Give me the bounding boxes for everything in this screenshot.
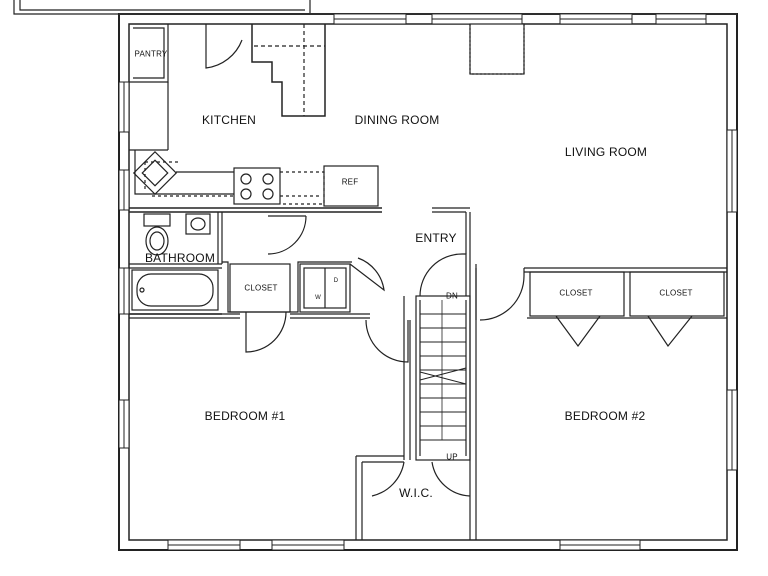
bath-sink <box>185 213 211 235</box>
stair-walls <box>403 264 477 540</box>
label-bathroom: BATHROOM <box>144 251 216 265</box>
counter-right <box>280 171 325 205</box>
bathroom-door <box>267 215 307 255</box>
label-dining-room: DINING ROOM <box>354 113 440 127</box>
chimney <box>469 23 525 75</box>
label-pantry: PANTRY <box>134 49 168 59</box>
bathtub <box>131 269 219 311</box>
wic-walls <box>355 455 471 540</box>
bedroom1-door <box>365 319 409 363</box>
windows-right <box>726 129 738 471</box>
label-living-room: LIVING ROOM <box>564 145 648 159</box>
pantry-door <box>205 24 243 69</box>
label-stair-up: UP <box>446 452 458 462</box>
pantry-walls <box>129 24 169 150</box>
label-closet-right: CLOSET <box>659 288 693 298</box>
bathroom-walls <box>129 212 223 269</box>
label-closet-left: CLOSET <box>559 288 593 298</box>
laundry-closet <box>299 263 351 313</box>
kitchen-bath-wall <box>129 207 382 213</box>
living-room-door <box>479 268 525 321</box>
exterior-wall-inner <box>128 23 728 541</box>
label-kitchen: KITCHEN <box>201 113 257 127</box>
entry-door <box>419 253 467 297</box>
dining-stair-structure <box>251 24 326 117</box>
windows-left <box>118 81 130 449</box>
windows-top <box>333 13 707 25</box>
entry-wall <box>432 207 471 296</box>
hall-closet-door <box>245 311 287 353</box>
label-dryer: D <box>333 278 339 284</box>
stair <box>415 295 471 461</box>
bedroom1-top-wall <box>129 313 370 319</box>
kitchen-counter <box>129 149 234 197</box>
range-stove <box>233 167 281 205</box>
bathroom-partition <box>222 261 352 313</box>
label-stair-down: DN <box>446 291 458 301</box>
windows-bottom <box>167 539 641 551</box>
adjacent-structure-edge <box>13 0 311 15</box>
label-entry: ENTRY <box>415 231 457 245</box>
hall-closet <box>229 263 291 313</box>
label-refrigerator: REF <box>341 177 359 187</box>
wic-door <box>371 461 405 497</box>
label-bedroom-1: BEDROOM #1 <box>204 409 286 423</box>
label-washer: W <box>315 295 321 301</box>
toilet <box>143 213 171 256</box>
label-wic: W.I.C. <box>399 486 433 500</box>
label-hall-closet: CLOSET <box>244 283 278 293</box>
label-bedroom-2: BEDROOM #2 <box>564 409 646 423</box>
bedroom2-closets <box>527 271 727 348</box>
laundry-door <box>349 257 385 292</box>
refrigerator <box>323 165 379 207</box>
